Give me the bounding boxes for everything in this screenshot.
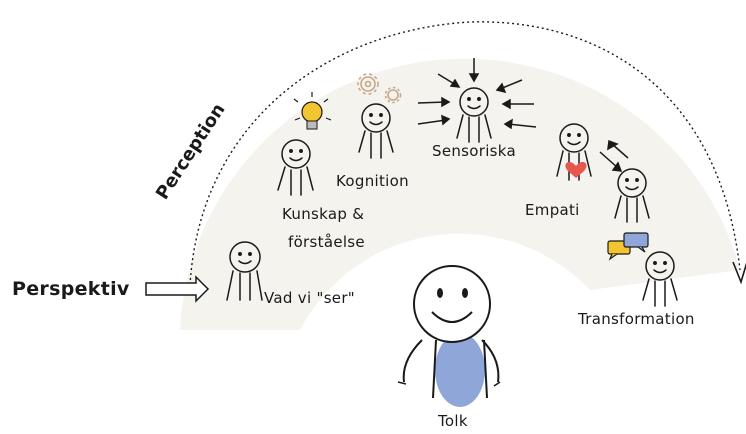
figure-tolk-icon [397,265,501,407]
sensoriska-label: Sensoriska [432,142,517,160]
figure-empati-partner-icon [614,168,650,223]
heart-icon [565,161,587,178]
speech-bubbles-icon [607,232,649,261]
perspektiv-arrow-icon [145,275,210,303]
gears-icon [357,73,402,104]
kunskap-label-line2: förståelse [288,233,365,251]
figure-kunskap-icon [277,139,314,196]
perception-arc [189,21,746,286]
figure-kognition-icon [358,103,394,159]
perception-band [180,58,740,331]
light-bulb-icon [293,92,332,130]
empati-label: Empati [525,201,580,219]
kognition-label: Kognition [336,172,409,190]
exchange-arrows-icon [599,139,629,172]
figure-sensoriska-icon [456,87,492,143]
transformation-label: Transformation [578,310,695,328]
tolk-label: Tolk [438,412,468,430]
figure-vad-vi-ser-icon [226,241,263,301]
figure-transformation-icon [642,251,678,307]
perspektiv-label: Perspektiv [12,278,130,300]
figure-empati-icon [556,123,592,181]
vad-vi-ser-label: Vad vi "ser" [264,289,355,307]
kunskap-label-line1: Kunskap & [282,205,365,223]
sensory-arrows-icon [417,58,537,130]
